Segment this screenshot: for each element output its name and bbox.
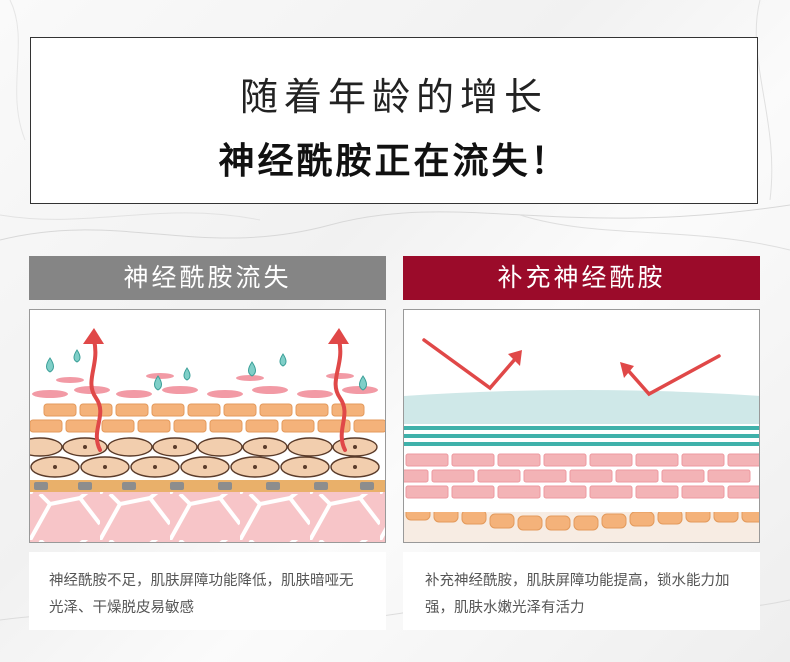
dermis-layer [30,488,385,542]
ceramide-barrier-lines [404,426,759,446]
right-panel-caption: 补充神经酰胺，肌肤屏障功能提高，锁水能力加强，肌肤水嫩光泽有活力 [403,552,760,630]
header-box: 随着年龄的增长 神经酰胺正在流失！ [30,37,758,204]
right-panel-title: 补充神经酰胺 [403,256,760,300]
moisture-film [404,390,759,424]
skin-repair-illustration [403,309,760,543]
basal-cell-row [30,480,385,492]
spinous-cell-rows [30,437,380,478]
keratinocyte-bricks [404,453,759,499]
headline-line1: 随着年龄的增长 [239,75,548,119]
reflected-arrows [422,338,721,397]
damaged-skin-diagram [30,328,385,542]
healthy-skin-diagram [404,338,759,542]
left-panel-title: 神经酰胺流失 [29,256,386,300]
right-panel: 补充神经酰胺 [403,256,760,630]
water-droplets [46,349,367,391]
granular-brick-rows [30,403,385,433]
skin-loss-illustration [29,309,386,543]
headline-line2: 神经酰胺正在流失！ [218,141,570,182]
left-panel-caption: 神经酰胺不足，肌肤屏障功能降低，肌肤暗哑无光泽、干燥脱皮易敏感 [29,552,386,630]
moisture-loss-arrows [89,338,347,452]
stratum-corneum-flakes [32,373,378,398]
left-panel: 神经酰胺流失 [29,256,386,630]
